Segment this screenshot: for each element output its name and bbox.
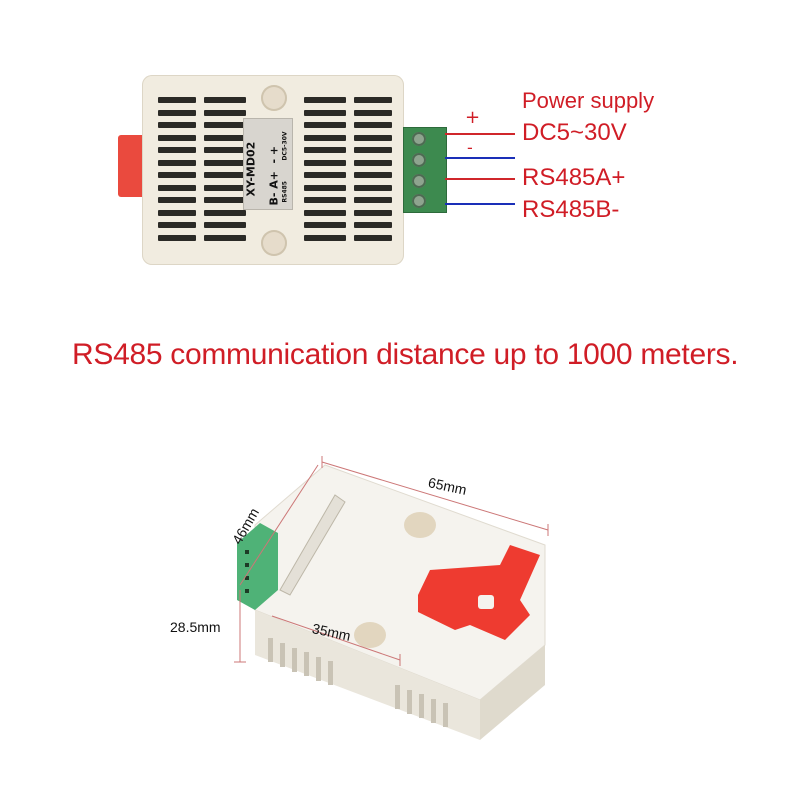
vent-slot — [158, 147, 196, 153]
vent-slot — [354, 122, 392, 128]
caption: RS485 communication distance up to 1000 … — [72, 338, 739, 371]
bus-terminal-sublabel: RS485 — [281, 181, 289, 203]
vent-slot — [158, 209, 196, 216]
terminal-block — [403, 127, 447, 213]
wire-power-plus — [445, 133, 515, 135]
vent-slot — [204, 97, 246, 103]
vent-slot — [354, 222, 392, 228]
vent-slot — [204, 172, 246, 178]
vent-slot — [158, 159, 196, 166]
vent-slot — [354, 97, 392, 103]
device-label-plate: XY-MD02 - + DC5-30V B- A+ RS485 — [243, 118, 293, 210]
vent-slot — [304, 159, 346, 166]
dimension-height: 28.5mm — [170, 619, 221, 635]
vent-slot — [304, 197, 346, 203]
vent-slot — [204, 209, 246, 216]
vent-slot — [204, 197, 246, 203]
vent-slot — [354, 172, 392, 178]
wire-rs485-a — [445, 178, 515, 180]
power-supply-title: Power supply — [522, 88, 655, 113]
vent-slot — [158, 122, 196, 128]
terminal-screw-1 — [412, 132, 426, 146]
vent-slot — [204, 134, 246, 141]
vent-slot — [354, 109, 392, 116]
rs485b-label: RS485B- — [522, 196, 620, 223]
voltage-label: DC5~30V — [522, 119, 627, 146]
minus-mark: - — [467, 138, 473, 157]
vent-slot — [304, 222, 346, 228]
vent-slot — [304, 97, 346, 103]
vent-slot — [304, 209, 346, 216]
mounting-screw-bottom — [261, 230, 287, 256]
vent-slot — [354, 159, 392, 166]
power-terminal-sublabel: DC5-30V — [281, 131, 289, 161]
vent-slot — [354, 234, 392, 241]
sensor-housing-3d-view — [234, 456, 549, 740]
vent-slot — [158, 184, 196, 191]
vent-slot — [304, 184, 346, 191]
vent-slot — [354, 147, 392, 153]
vent-slot — [304, 122, 346, 128]
plus-mark: + — [465, 107, 481, 128]
model-label: XY-MD02 — [244, 141, 258, 197]
vent-slot — [304, 172, 346, 178]
vent-slot — [304, 109, 346, 116]
mounting-screw-top — [261, 85, 287, 111]
power-terminal-label: - + — [267, 145, 281, 164]
vent-slot — [204, 147, 246, 153]
terminal-block-3d — [237, 523, 278, 610]
vent-slot — [204, 159, 246, 166]
vent-slot — [354, 134, 392, 141]
vent-slot — [158, 172, 196, 178]
vent-slot — [354, 184, 392, 191]
vent-slot — [304, 134, 346, 141]
vent-slot — [158, 109, 196, 116]
vent-slot — [204, 122, 246, 128]
terminal-screw-3 — [412, 174, 426, 188]
vent-slot — [158, 134, 196, 141]
vent-slot — [204, 222, 246, 228]
vent-slot — [354, 209, 392, 216]
vent-slot — [158, 234, 196, 241]
vent-slot — [304, 234, 346, 241]
terminal-screw-4 — [412, 194, 426, 208]
vent-slot — [354, 197, 392, 203]
rs485a-label: RS485A+ — [522, 164, 626, 191]
vent-slot — [158, 97, 196, 103]
vent-slot — [204, 234, 246, 241]
vent-slot — [158, 197, 196, 203]
terminal-screw-2 — [412, 153, 426, 167]
wire-rs485-b — [445, 203, 515, 205]
vent-slot — [304, 147, 346, 153]
bus-terminal-label: B- A+ — [267, 170, 281, 206]
vent-slot — [204, 184, 246, 191]
vent-slot — [204, 109, 246, 116]
vent-slot — [158, 222, 196, 228]
wire-power-minus — [445, 157, 515, 159]
